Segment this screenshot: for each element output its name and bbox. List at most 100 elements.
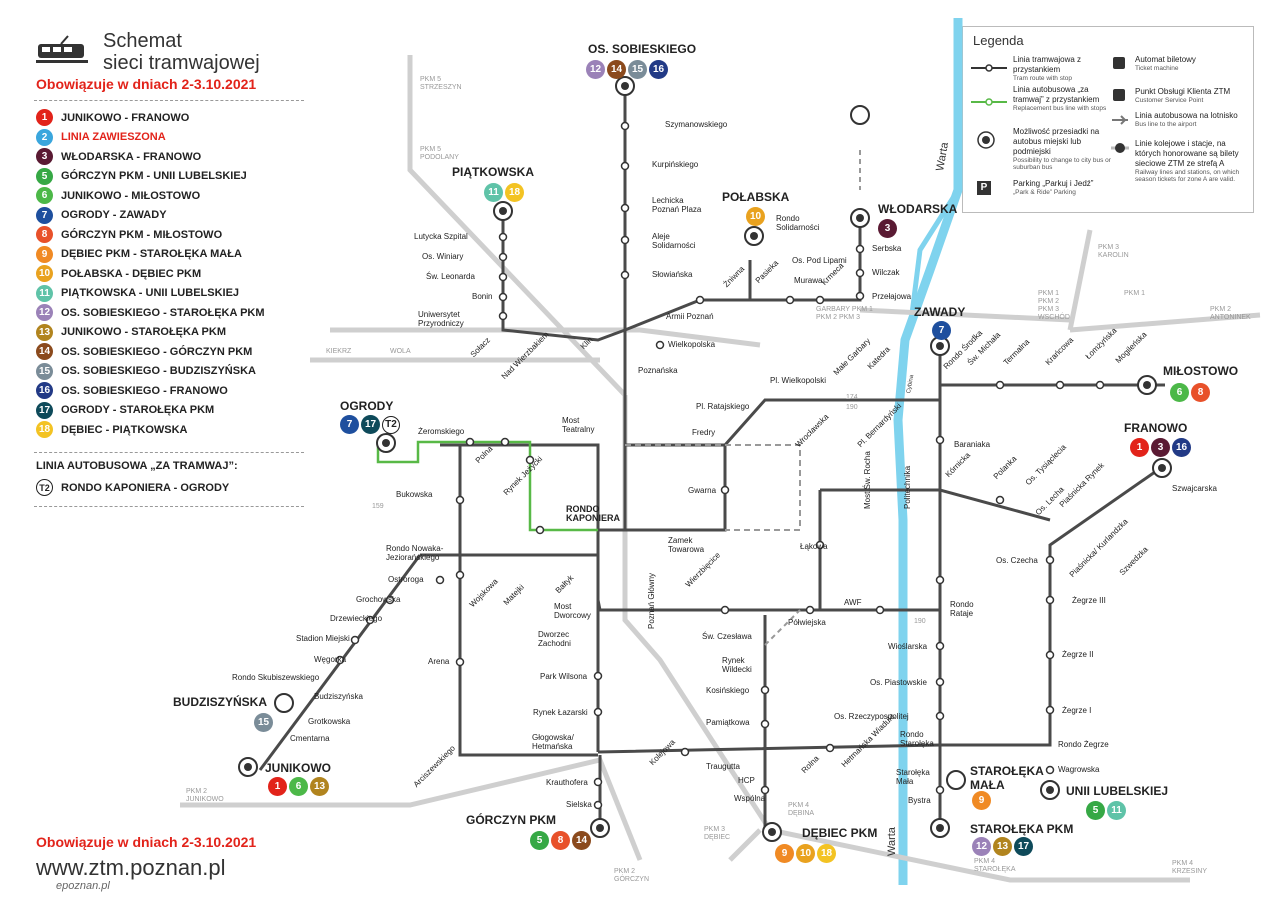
line-row-9[interactable]: 9 DĘBIEC PKM - STAROŁĘKA MAŁA <box>36 245 242 264</box>
terminal-franowo: FRANOWO <box>1124 421 1188 435</box>
line-badge: 8 <box>36 226 53 243</box>
legend-label: Linie kolejowe i stacje, na których hono… <box>1135 139 1239 168</box>
line-badge: 6 <box>36 187 53 204</box>
terminal-staroleka-pkm: STAROŁĘKA PKM <box>970 822 1074 836</box>
terminal-junikowo: JUNIKOWO <box>265 761 331 775</box>
line-badge: 5 <box>1086 801 1105 820</box>
stop-label: Aleje Solidarności <box>652 232 696 250</box>
stop-label: Bystra <box>908 796 931 805</box>
legend-sub: Railway lines and stations, on which sea… <box>1135 169 1240 183</box>
stop-label: Traugutta <box>706 762 740 771</box>
terminal-piatkowska: PIĄTKOWSKA <box>452 165 534 179</box>
terminal-polabska: POŁABSKA <box>722 190 790 204</box>
line-badge: 17 <box>36 401 53 419</box>
stop-label: Zamek Towarowa <box>668 536 705 554</box>
bus-line-heading: LINIA AUTOBUSOWA „ZA TRAMWAJ”: <box>36 460 238 472</box>
line-badge: 14 <box>607 60 626 79</box>
line-badge: 2 <box>36 128 53 146</box>
terminal-wlodarska: WŁODARSKA <box>878 202 958 216</box>
line-badge: 8 <box>1191 383 1210 402</box>
legend-label: Automat biletowy <box>1135 55 1196 64</box>
cybina-river <box>907 188 961 331</box>
stop-label: Park Wilsona <box>540 672 588 681</box>
line-badge: 6 <box>289 777 308 796</box>
stop-label: Rynek Łazarski <box>533 708 588 717</box>
line-row-2[interactable]: 2 LINIA ZAWIESZONA <box>36 128 166 147</box>
rail-label: PKM 5 PODOLANY <box>420 146 459 161</box>
stop-label: Ostroroga <box>388 575 424 584</box>
line-name: PIĄTKOWSKA - UNII LUBELSKIEJ <box>61 287 240 299</box>
line-badge: 12 <box>36 304 53 321</box>
stop-label: Baraniaka <box>954 440 991 449</box>
divider <box>34 100 304 101</box>
stop-label: Wspólna <box>734 794 766 803</box>
stop-label: Kurpińskiego <box>652 160 699 169</box>
rail-label: WOLA <box>390 348 411 355</box>
line-badge: 10 <box>746 207 765 226</box>
line-name: LINIA ZAWIESZONA <box>61 131 166 143</box>
title-line-1: Schemat <box>103 30 182 52</box>
t2-bus-line <box>376 440 598 532</box>
line-badge: 7 <box>36 206 53 224</box>
stop-label: Most Teatralny <box>562 416 595 434</box>
stop-label: Rondo Żegrze <box>1058 740 1109 749</box>
stop-label: Wielkopolska <box>668 340 716 349</box>
title-line-2: sieci tramwajowej <box>103 52 260 74</box>
stop-label: Budziszyńska <box>314 692 363 701</box>
legend-sub: Ticket machine <box>1135 65 1179 72</box>
stop-label: Wioślarska <box>888 642 928 651</box>
bus-line-row[interactable]: T2 RONDO KAPONIERA - OGRODY <box>36 478 229 497</box>
line-badge: 18 <box>817 844 836 863</box>
line-badge: 18 <box>36 421 53 438</box>
legend-label: Linia autobusowa „za tramwaj” z przystan… <box>1013 85 1100 104</box>
terminal-staroleka-mala: STAROŁĘKA MAŁA <box>970 764 1044 792</box>
legend-item-transfer: Możliwość przesiadki na autobus miejski … <box>1013 127 1113 171</box>
stop-label: Most Św. Rocha <box>863 451 872 509</box>
stop-label: Rondo Solidarności <box>776 214 820 232</box>
watermark: epoznan.pl <box>56 880 110 892</box>
stop-label: Wilczak <box>872 268 900 277</box>
rail-label: PKM 4 STAROŁĘKA <box>974 858 1016 873</box>
legend-sub: Replacement bus line with stops <box>1013 105 1107 112</box>
stop-label: Os. Piastowskie <box>870 678 927 687</box>
stop-label: Politechnika <box>903 465 912 509</box>
terminal-ogrody: OGRODY <box>340 399 394 413</box>
river-label: Warta <box>886 827 898 856</box>
line-name: DĘBIEC PKM - STAROŁĘKA MAŁA <box>61 248 242 260</box>
line-name: JUNIKOWO - STAROŁĘKA PKM <box>61 326 226 338</box>
line-name: DĘBIEC - PIĄTKOWSKA <box>61 423 188 436</box>
line-badge: 9 <box>36 245 53 263</box>
line-row-18[interactable]: 18 DĘBIEC - PIĄTKOWSKA <box>36 420 188 439</box>
stops <box>335 121 1105 810</box>
rail-label: 159 <box>372 503 384 510</box>
line-badge: 16 <box>1172 438 1191 457</box>
stop-label: Rondo Nowaka-Jeziorańskiego <box>386 544 444 562</box>
warta-river <box>893 18 963 885</box>
terminal-gorczyn: GÓRCZYN PKM <box>466 813 556 827</box>
line-badge: 7 <box>340 415 359 434</box>
line-badge: 1 <box>268 777 287 796</box>
stop-label: Rynek Wildecki <box>722 656 752 674</box>
divider <box>34 452 304 453</box>
ztm-url-link[interactable]: www.ztm.poznan.pl <box>36 855 226 880</box>
stop-label: RONDO KAPONIERA <box>566 504 621 523</box>
